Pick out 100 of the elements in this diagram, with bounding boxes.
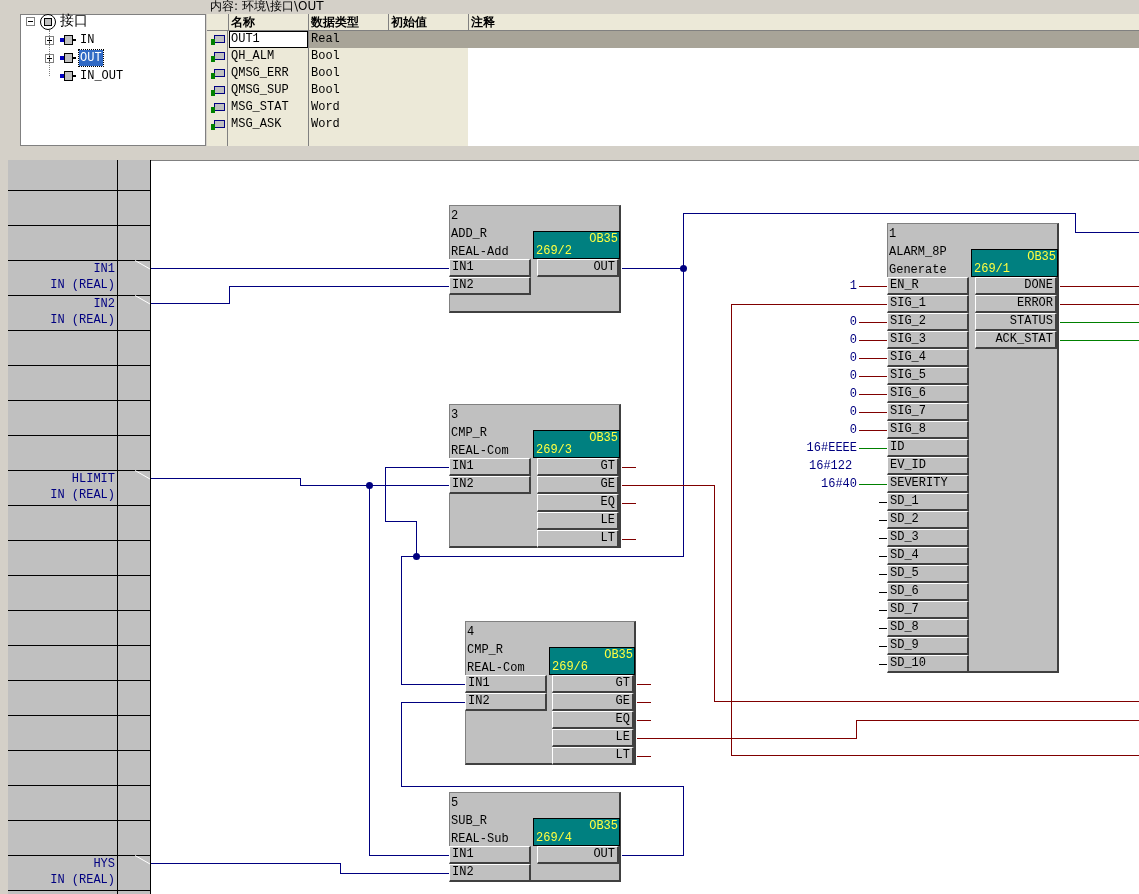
pin-type: IN (REAL) <box>50 312 115 328</box>
parameter-value: 16#122 <box>809 458 853 474</box>
task-name: OB35 <box>589 818 618 834</box>
wire <box>731 304 1139 756</box>
column-header: 名称 <box>231 14 255 30</box>
block-name: CMP_R <box>451 425 487 441</box>
wire <box>858 430 888 431</box>
wire <box>858 376 888 377</box>
block-type: REAL-Com <box>467 660 525 676</box>
output-port: LT <box>537 530 619 548</box>
table-cell-text: Bool <box>311 65 340 81</box>
input-port: SIG_4 <box>887 349 969 367</box>
output-port: GE <box>552 693 634 711</box>
input-port: SIG_5 <box>887 367 969 385</box>
output-port: GT <box>537 458 619 476</box>
wire <box>150 863 450 874</box>
output-port: OUT <box>537 846 619 864</box>
input-port: IN2 <box>449 277 531 295</box>
block-number: 1 <box>889 226 897 242</box>
wire <box>621 467 636 468</box>
input-port: SIG_3 <box>887 331 969 349</box>
wire <box>858 286 888 287</box>
output-port: STATUS <box>975 313 1057 331</box>
table-cell-text: MSG_ASK <box>231 116 282 132</box>
block-type: REAL-Com <box>451 443 509 459</box>
constant-value: 0 <box>798 351 858 365</box>
output-port: LE <box>552 729 634 747</box>
input-port: SD_1 <box>887 493 969 511</box>
task-name: OB35 <box>589 430 618 446</box>
input-port: IN2 <box>449 476 531 494</box>
pin-name: HYS <box>93 856 115 872</box>
function-block <box>465 621 636 765</box>
wire <box>858 358 888 359</box>
wire <box>621 539 636 540</box>
tree-item: IN <box>80 32 95 48</box>
tree-item: IN_OUT <box>80 68 124 84</box>
run-sequence: 269/1 <box>974 261 1010 277</box>
block-type: Generate <box>889 262 947 278</box>
output-port: OUT <box>537 259 619 277</box>
input-port: IN2 <box>449 864 531 882</box>
input-port: SD_9 <box>887 637 969 655</box>
output-port: EQ <box>552 711 634 729</box>
pin-type: IN (REAL) <box>50 487 115 503</box>
function-block <box>449 404 621 548</box>
input-port: IN1 <box>465 675 547 693</box>
table-cell-text: MSG_STAT <box>231 99 289 115</box>
input-port: SD_10 <box>887 655 969 673</box>
block-name: SUB_R <box>451 813 487 829</box>
constant-value: 0 <box>798 423 858 437</box>
task-name: OB35 <box>1027 249 1056 265</box>
constant-value: 16#EEEE <box>798 441 858 455</box>
wire <box>858 448 888 449</box>
wire <box>858 322 888 323</box>
constant-value: 0 <box>798 387 858 401</box>
input-port: SD_5 <box>887 565 969 583</box>
output-port: ERROR <box>975 295 1057 313</box>
table-cell-text: Real <box>311 31 340 47</box>
block-name: ADD_R <box>451 226 487 242</box>
function-block <box>449 205 621 313</box>
pin-name: IN1 <box>93 261 115 277</box>
block-type: REAL-Sub <box>451 831 509 847</box>
input-port: SD_6 <box>887 583 969 601</box>
run-sequence: 269/2 <box>536 243 572 259</box>
pin-name: IN2 <box>93 296 115 312</box>
column-header: 注释 <box>471 14 495 30</box>
input-port: ID <box>887 439 969 457</box>
input-port: IN1 <box>449 259 531 277</box>
wire <box>858 394 888 395</box>
input-port: SIG_7 <box>887 403 969 421</box>
function-block <box>887 223 1059 673</box>
input-port: SD_2 <box>887 511 969 529</box>
wire <box>858 340 888 341</box>
input-port: IN1 <box>449 458 531 476</box>
output-port: ACK_STAT <box>975 331 1057 349</box>
output-port: DONE <box>975 277 1057 295</box>
wire <box>636 720 1139 739</box>
wire <box>1059 286 1139 287</box>
constant-value: 16#40 <box>798 477 858 491</box>
pin-type: IN (REAL) <box>50 277 115 293</box>
run-sequence: 269/6 <box>552 659 588 675</box>
input-port: SD_4 <box>887 547 969 565</box>
task-name: OB35 <box>589 231 618 247</box>
block-number: 4 <box>467 624 475 640</box>
output-port: EQ <box>537 494 619 512</box>
input-port: SIG_1 <box>887 295 969 313</box>
block-name: ALARM_8P <box>889 244 947 260</box>
wire <box>150 268 450 269</box>
constant-value: 1 <box>798 279 858 293</box>
wire <box>858 412 888 413</box>
table-cell-text: QMSG_SUP <box>231 82 289 98</box>
input-port: EV_ID <box>887 457 969 475</box>
tree-item: OUT <box>79 50 103 66</box>
tree-item: 接口 <box>60 12 88 28</box>
run-sequence: 269/3 <box>536 442 572 458</box>
wire <box>150 286 450 304</box>
wire <box>636 684 651 685</box>
column-header: 初始值 <box>391 14 427 30</box>
block-number: 2 <box>451 208 459 224</box>
task-name: OB35 <box>604 647 633 663</box>
table-cell-text: OUT1 <box>231 31 260 47</box>
